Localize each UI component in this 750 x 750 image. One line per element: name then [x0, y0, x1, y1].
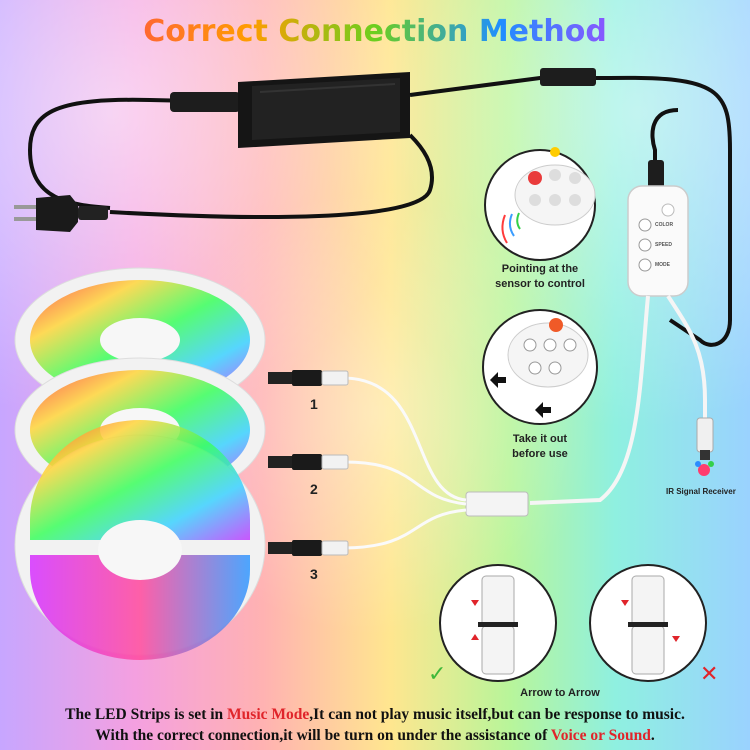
check-icon: ✓ [428, 662, 447, 687]
arrow-to-arrow-caption: Arrow to Arrow [520, 687, 600, 699]
strip-connector-1 [268, 370, 349, 386]
splitter-connector [465, 491, 529, 517]
ir-receiver [695, 417, 714, 476]
strip-number-1: 1 [310, 396, 318, 412]
led-controller [627, 185, 689, 297]
controller-speed-label: SPEED [655, 242, 672, 248]
bottom-text-line-1: The LED Strips is set in Music Mode,It c… [65, 706, 685, 723]
strip-connector-2 [268, 454, 349, 470]
adapter-strain-relief [170, 92, 240, 112]
controller-color-label: COLOR [655, 222, 674, 228]
bottom-text-line-2: With the correct connection,it will be t… [95, 727, 655, 744]
strip-number-3: 3 [310, 566, 318, 582]
controller-mode-label: MODE [655, 262, 670, 268]
remote-pointing-illustration [484, 147, 596, 261]
page-title: Correct Connection Method [0, 14, 750, 49]
led-reel-3 [14, 420, 266, 660]
take-out-caption: Take it out before use [512, 433, 568, 460]
ir-receiver-cable [666, 294, 707, 420]
ac-cord-loop [109, 133, 434, 219]
power-adapter [238, 72, 410, 148]
strip-number-2: 2 [310, 481, 318, 497]
cross-icon: ✕ [700, 662, 719, 687]
dc-cable [409, 75, 732, 347]
ac-power-cord [27, 97, 241, 210]
remote-battery-tab-illustration [482, 309, 598, 425]
controller-output-cable [529, 295, 650, 505]
strip-connector-3 [268, 540, 349, 556]
correct-connection-illustration [439, 564, 557, 682]
pointing-caption: Pointing at the sensor to control [495, 263, 585, 290]
ir-receiver-label: IR Signal Receiver [666, 487, 736, 496]
ferrite-bead [540, 68, 596, 86]
wrong-connection-illustration [589, 564, 707, 682]
ac-plug [14, 195, 108, 232]
